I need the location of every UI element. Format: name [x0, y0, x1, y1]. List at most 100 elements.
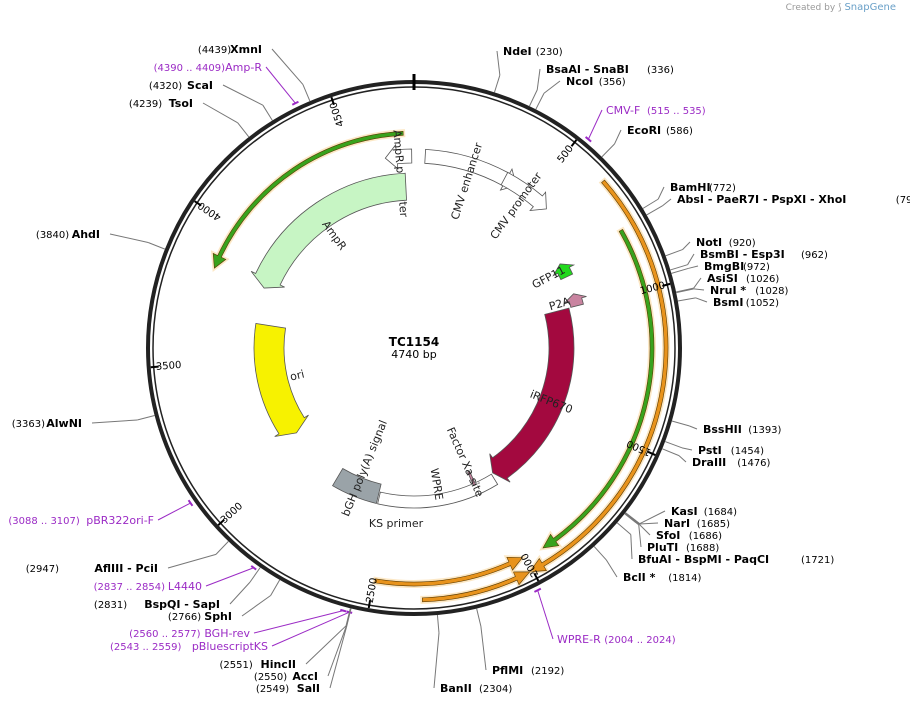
site-tick-scai	[262, 104, 273, 121]
site-leader-psti	[681, 447, 693, 451]
feature-label-gfp11: GFP11	[530, 264, 567, 292]
site-leader-pflmi	[480, 626, 487, 671]
plasmid-name: TC1154	[389, 335, 439, 349]
primer-name-wpre-r: WPRE-R	[557, 633, 601, 646]
feature-label-wpre: WPRE	[428, 467, 446, 501]
feature-bgh-poly-a-signal	[331, 467, 382, 504]
restriction-site-bsmbi-esp3i[interactable]: BsmBI - Esp3I(962)	[670, 248, 828, 271]
site-tick-xmni	[302, 84, 311, 102]
restriction-site-absi-paer7i-pspxi-xhoi[interactable]: AbsI - PaeR7I - PspXI - XhoI(793)	[646, 193, 910, 216]
site-leader-bsmbi-esp3i	[687, 253, 695, 265]
primer-pos-pbr322ori-f: (3088 .. 3107)	[8, 516, 80, 527]
restriction-site-noti[interactable]: NotI(920)	[665, 236, 756, 257]
restriction-site-bsshii[interactable]: BssHII(1393)	[671, 420, 782, 436]
restriction-site-pluti[interactable]: PluTI(1688)	[624, 513, 720, 554]
orf-arrow-4	[374, 557, 524, 587]
site-name-pflmi: PflMI	[492, 664, 523, 677]
primer-leader-l4440	[205, 567, 254, 587]
site-tick-draiii	[662, 448, 680, 457]
restriction-site-nrui[interactable]: NruI *(1028)	[676, 284, 789, 297]
feature-ori	[253, 323, 309, 437]
restriction-site-tsoi[interactable]: TsoI(4239)	[129, 97, 250, 138]
tick-3500	[150, 365, 159, 369]
site-pos-bspqi-sapi: (2831)	[94, 600, 127, 611]
snapgene-branding: Created by ⟆ SnapGene	[786, 2, 896, 13]
restriction-site-bspqi-sapi[interactable]: BspQI - SapI(2831)	[94, 567, 261, 611]
restriction-site-bamhi[interactable]: BamHI(772)	[642, 181, 736, 209]
restriction-site-ncoi[interactable]: NcoI(356)	[535, 75, 626, 110]
feature-ampr	[250, 172, 407, 289]
site-pos-xmni: (4439)	[198, 45, 231, 56]
site-leader-sali	[329, 625, 348, 689]
primer-mark-amp-r	[291, 100, 299, 106]
site-name-psti: PstI	[698, 444, 722, 457]
site-name-absi-paer7i-pspxi-xhoi: AbsI - PaeR7I - PspXI - XhoI	[677, 193, 846, 206]
tick-3000	[217, 519, 225, 526]
site-leader-ecori	[614, 129, 622, 145]
restriction-site-bcli[interactable]: BclI *(1814)	[593, 546, 702, 584]
restriction-site-draiii[interactable]: DraIII(1476)	[662, 448, 771, 469]
restriction-site-banii[interactable]: BanII(2304)	[433, 614, 512, 695]
site-tick-sfoi	[624, 512, 640, 525]
restriction-site-ndei[interactable]: NdeI(230)	[493, 45, 563, 93]
site-tick-bsshii	[671, 420, 690, 427]
restriction-site-nari[interactable]: NarI(1685)	[624, 512, 730, 530]
primer-wpre-r[interactable]: WPRE-R(2004 .. 2024)	[533, 587, 676, 646]
site-pos-ndei: (230)	[536, 47, 563, 58]
site-pos-asisi: (1026)	[746, 274, 779, 285]
restriction-site-hincii[interactable]: HincII(2551)	[220, 608, 351, 671]
site-tick-alwni	[137, 414, 155, 421]
restriction-site-bsaai-snabi[interactable]: BsaAI - SnaBI(336)	[529, 63, 674, 107]
primer-leader-pbluescriptks	[271, 611, 350, 647]
primer-pos-cmv-f: (515 .. 535)	[647, 106, 706, 117]
tick-1500	[647, 450, 656, 456]
primer-leader-amp-r	[265, 66, 296, 104]
orf-layer	[210, 129, 670, 604]
restriction-site-xmni[interactable]: XmnI(4439)	[198, 43, 311, 102]
snapgene-product-name: SnapGene	[844, 2, 896, 13]
site-leader-bspqi-sapi	[229, 581, 251, 605]
primer-name-amp-r: Amp-R	[225, 61, 262, 74]
site-leader-nari	[639, 522, 659, 525]
feature-irfp670	[489, 307, 575, 483]
site-name-bcli: BclI *	[623, 571, 656, 584]
restriction-site-alwni[interactable]: AlwNI(3363)	[12, 414, 155, 430]
restriction-site-afliii-pcii[interactable]: AflIII - PciI(2947)	[26, 541, 229, 575]
primer-mark-cmv-f	[584, 136, 592, 143]
restriction-site-asisi[interactable]: AsiSI(1026)	[675, 272, 779, 293]
site-name-pluti: PluTI	[647, 541, 678, 554]
restriction-site-bsmi[interactable]: BsmI(1052)	[677, 296, 779, 309]
restriction-site-sfoi[interactable]: SfoI(1686)	[624, 512, 722, 542]
site-pos-sali: (2549)	[256, 684, 289, 695]
restriction-site-bfuai-bspmi-paqci[interactable]: BfuAI - BspMI - PaqCI(1721)	[616, 522, 834, 566]
primer-amp-r[interactable]: Amp-R(4390 .. 4409)	[154, 61, 299, 106]
orf-arrow-0	[212, 130, 404, 269]
restriction-site-bmgbi[interactable]: BmgBI(972)	[671, 260, 770, 274]
site-tick-bmgbi	[671, 267, 689, 274]
restriction-site-scai[interactable]: ScaI(4320)	[149, 79, 273, 121]
feature-gfp11	[552, 263, 576, 281]
site-name-noti: NotI	[696, 236, 722, 249]
restriction-site-sphi[interactable]: SphI(2766)	[168, 579, 281, 623]
restriction-site-ecori[interactable]: EcoRI(586)	[601, 124, 693, 158]
site-leader-asisi	[693, 277, 702, 289]
restriction-site-ahdi[interactable]: AhdI(3840)	[36, 228, 166, 250]
plasmid-backbone	[146, 74, 682, 616]
site-name-afliii-pcii: AflIII - PciI	[94, 562, 158, 575]
feature-label-ori: ori	[289, 368, 306, 384]
primer-pbr322ori-f[interactable]: pBR322ori-F(3088 .. 3107)	[8, 499, 194, 527]
orf-arrow-1	[542, 228, 655, 549]
primer-bgh-rev[interactable]: BGH-rev(2560 .. 2577)	[129, 608, 347, 640]
site-pos-sfoi: (1686)	[689, 531, 722, 542]
restriction-site-acci[interactable]: AccI(2550)	[254, 608, 352, 683]
site-leader-sfoi	[638, 523, 651, 536]
primer-cmv-f[interactable]: CMV-F(515 .. 535)	[584, 104, 706, 143]
site-tick-psti	[664, 441, 683, 449]
tick-label-2500: 2500	[365, 577, 380, 604]
restriction-site-sali[interactable]: SalI(2549)	[256, 608, 352, 695]
restriction-site-psti[interactable]: PstI(1454)	[664, 441, 764, 457]
restriction-site-pflmi[interactable]: PflMI(2192)	[476, 608, 565, 677]
primer-l4440[interactable]: L4440(2837 .. 2854)	[94, 565, 257, 593]
